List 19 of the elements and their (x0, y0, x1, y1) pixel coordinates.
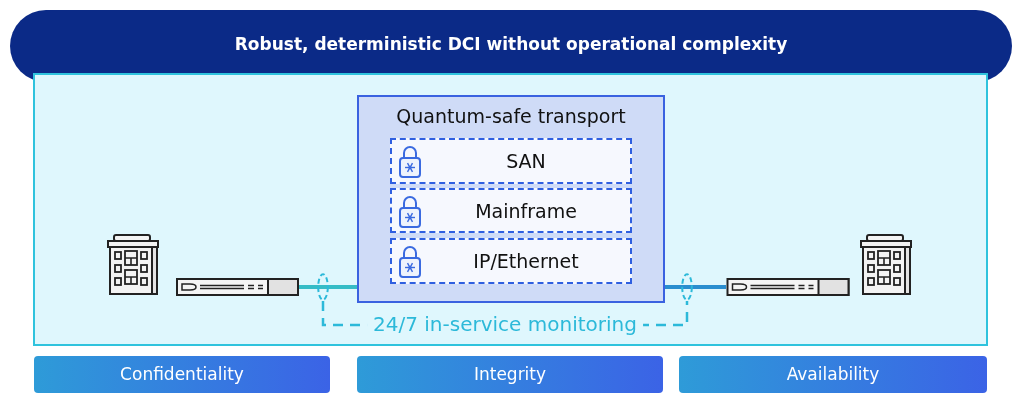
dashed-ring-icon (681, 273, 693, 301)
property-pill: Integrity (357, 356, 663, 393)
building-icon (105, 233, 161, 295)
transport-panel (357, 95, 665, 303)
link-line (299, 285, 357, 289)
building-icon (858, 233, 914, 295)
protocol-row (390, 188, 632, 233)
protocol-row (390, 238, 632, 284)
property-pill: Availability (679, 356, 987, 393)
panel-title: Quantum-safe transport (396, 105, 626, 127)
network-device-icon (176, 278, 299, 296)
protocol-label: IP/Ethernet (473, 250, 579, 272)
network-device-icon (726, 278, 850, 296)
protocol-label: Mainframe (475, 199, 577, 222)
dashed-ring-icon (317, 273, 329, 301)
protocol-label: SAN (506, 150, 546, 172)
property-pill: Confidentiality (34, 356, 330, 393)
protocol-row (390, 138, 632, 184)
link-line (665, 285, 726, 289)
